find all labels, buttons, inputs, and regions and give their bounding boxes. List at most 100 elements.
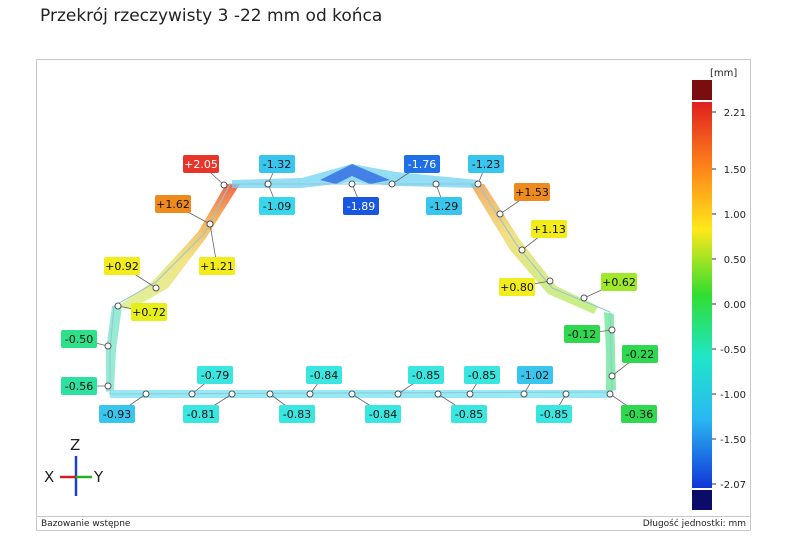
measurement-point[interactable] <box>520 390 528 398</box>
deviation-label[interactable]: -0.85 <box>451 405 487 423</box>
deviation-label[interactable]: -1.89 <box>343 197 379 215</box>
deviation-value: -0.85 <box>468 369 496 382</box>
deviation-label[interactable]: +1.53 <box>514 183 550 201</box>
deviation-value: +0.92 <box>105 260 139 273</box>
deviation-label[interactable]: +1.21 <box>199 257 235 275</box>
deviation-value: -1.76 <box>408 158 436 171</box>
measurement-point[interactable] <box>206 220 214 228</box>
deviation-value: -0.50 <box>65 333 93 346</box>
status-bar: Bazowanie wstępne Długość jednostki: mm <box>37 516 750 532</box>
legend-ticks: 2.211.501.000.500.00-0.50-1.00-1.50-2.07 <box>712 108 746 491</box>
deviation-label-box <box>131 303 167 321</box>
measurement-point[interactable] <box>348 390 356 398</box>
measurement-point[interactable] <box>518 246 526 254</box>
legend-tick-label: 1.50 <box>724 165 746 176</box>
measurement-point[interactable] <box>580 294 588 302</box>
deviation-label-box <box>408 366 444 384</box>
measurement-point[interactable] <box>228 390 236 398</box>
deviation-label-box <box>564 325 600 343</box>
deviation-label[interactable]: +0.72 <box>131 303 167 321</box>
measurement-point[interactable] <box>394 390 402 398</box>
deviation-label[interactable]: -0.85 <box>536 405 572 423</box>
deviation-label[interactable]: -0.85 <box>408 366 444 384</box>
measurement-point[interactable] <box>264 180 272 188</box>
measurement-point[interactable] <box>152 284 160 292</box>
deviation-label-box <box>536 405 572 423</box>
measurement-point[interactable] <box>188 390 196 398</box>
deviation-label[interactable]: -1.29 <box>426 197 462 215</box>
deviation-label-box <box>197 366 233 384</box>
measurement-point[interactable] <box>388 180 396 188</box>
deviation-label[interactable]: +1.13 <box>531 220 567 238</box>
deviation-value: +1.53 <box>515 186 549 199</box>
deviation-label[interactable]: -0.93 <box>99 405 135 423</box>
deviation-label[interactable]: -0.83 <box>279 405 315 423</box>
deviation-label[interactable]: -1.76 <box>404 155 440 173</box>
deviation-label-box <box>199 257 235 275</box>
deviation-label[interactable]: +0.80 <box>499 278 535 296</box>
legend-under-swatch <box>692 490 712 510</box>
deviation-label[interactable]: +1.62 <box>155 195 191 213</box>
deviation-label-box <box>601 273 637 291</box>
deviation-label-box <box>61 377 97 395</box>
deviation-value: -0.93 <box>103 408 131 421</box>
deviation-label-box <box>61 330 97 348</box>
measurement-point[interactable] <box>466 390 474 398</box>
deviation-label[interactable]: -0.56 <box>61 377 97 395</box>
deviation-label[interactable]: -0.81 <box>183 405 219 423</box>
deviation-value: -0.81 <box>187 408 215 421</box>
measurement-point[interactable] <box>104 382 112 390</box>
deviation-label[interactable]: -0.12 <box>564 325 600 343</box>
deviation-label[interactable]: +2.05 <box>183 155 219 173</box>
measurement-point[interactable] <box>608 372 616 380</box>
measurement-point[interactable] <box>606 390 614 398</box>
measurement-point[interactable] <box>496 210 504 218</box>
deviation-value: +0.72 <box>132 306 166 319</box>
measurement-point[interactable] <box>104 342 112 350</box>
deviation-label[interactable]: -0.22 <box>622 345 658 363</box>
deviation-label[interactable]: +0.92 <box>104 257 140 275</box>
deviation-label-box <box>259 197 295 215</box>
deviation-label[interactable]: -0.79 <box>197 366 233 384</box>
deviation-label-box <box>99 405 135 423</box>
deviation-label[interactable]: +0.62 <box>601 273 637 291</box>
legend-tick-label: -0.50 <box>720 345 746 356</box>
legend-tick-label: -1.00 <box>720 390 746 401</box>
deviation-label-box <box>404 155 440 173</box>
deviation-value: -1.02 <box>521 369 549 382</box>
deviation-label[interactable]: -0.50 <box>61 330 97 348</box>
measurement-point[interactable] <box>114 302 122 310</box>
deviation-label[interactable]: -1.02 <box>517 366 553 384</box>
deviation-label[interactable]: -0.84 <box>365 405 401 423</box>
measurement-point[interactable] <box>474 180 482 188</box>
measurement-point[interactable] <box>546 277 554 285</box>
measurement-point[interactable] <box>562 390 570 398</box>
measurement-point[interactable] <box>220 181 228 189</box>
deviation-value: +2.05 <box>184 158 218 171</box>
deviation-label-box <box>343 197 379 215</box>
deviation-label[interactable]: -1.32 <box>259 155 295 173</box>
deviation-label[interactable]: -1.09 <box>259 197 295 215</box>
measurement-point[interactable] <box>266 390 274 398</box>
deviation-value: -0.12 <box>568 328 596 341</box>
color-legend: [mm] 2.211.501.000.500.00-0.50-1.00-1.50… <box>692 68 746 510</box>
measurement-point[interactable] <box>608 326 616 334</box>
measurement-point[interactable] <box>306 390 314 398</box>
deviation-label[interactable]: -1.23 <box>468 155 504 173</box>
deviation-label-box <box>517 366 553 384</box>
deviation-label-box <box>514 183 550 201</box>
measurement-point[interactable] <box>432 180 440 188</box>
deviation-label[interactable]: -0.85 <box>464 366 500 384</box>
section-view-panel: Bazowanie wstępne Długość jednostki: mm <box>36 59 751 531</box>
deviation-label-box <box>279 405 315 423</box>
measurement-point[interactable] <box>348 180 356 188</box>
measurement-point[interactable] <box>142 390 150 398</box>
deviation-value: -0.36 <box>625 408 653 421</box>
legend-tick-label: 0.50 <box>724 255 746 266</box>
axis-triad: Z X Y <box>44 436 104 496</box>
measurement-point[interactable] <box>434 390 442 398</box>
deviation-value: +0.80 <box>500 281 534 294</box>
deviation-label[interactable]: -0.84 <box>306 366 342 384</box>
deviation-label[interactable]: -0.36 <box>621 405 657 423</box>
